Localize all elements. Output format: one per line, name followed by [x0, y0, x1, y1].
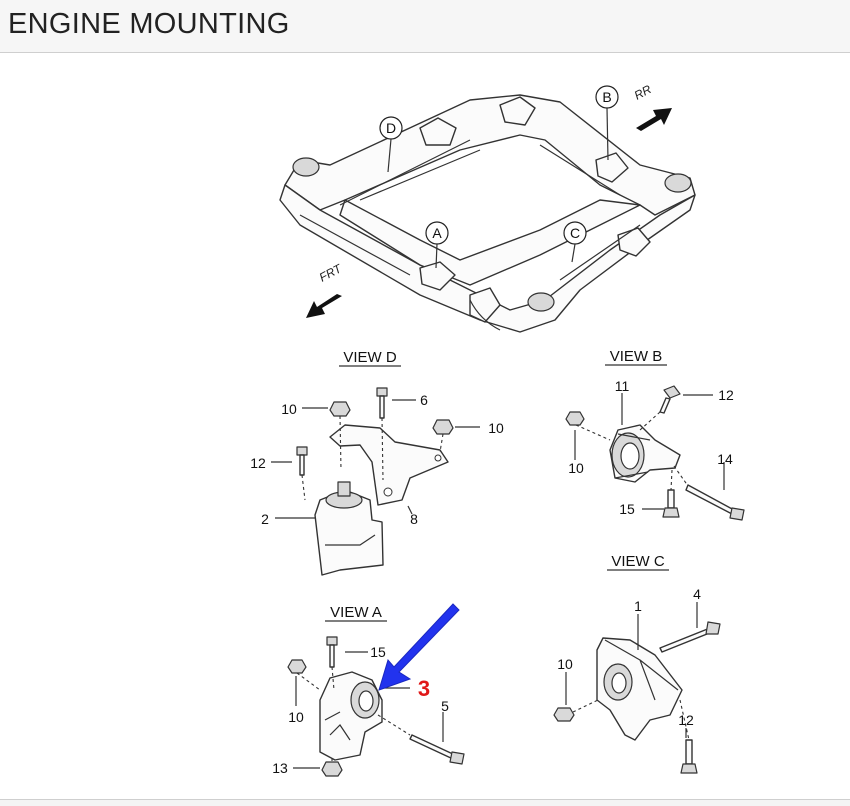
view-a: VIEW A 15 10 5 13 3 [272, 604, 465, 777]
view-d-part-label: 10 [488, 420, 504, 436]
callout-a: A [425, 221, 449, 269]
view-b-bolt-15 [662, 489, 680, 518]
callout-b: B [595, 85, 619, 161]
view-c-part-label: 10 [557, 656, 573, 672]
view-a-part-label: 13 [272, 760, 288, 776]
view-c-bolt-4 [659, 621, 721, 653]
view-c-title: VIEW C [611, 553, 665, 570]
view-c: VIEW C 1 4 10 12 [553, 553, 721, 774]
view-a-nut-13 [321, 761, 343, 777]
view-b: VIEW B 11 12 10 14 15 [565, 348, 745, 521]
view-b-part-label: 10 [568, 460, 584, 476]
view-a-bolt-15 [326, 636, 338, 668]
view-d-part-label: 10 [281, 401, 297, 417]
view-d-bolt-6 [376, 387, 388, 419]
view-a-nut-10 [287, 659, 307, 674]
view-b-part-label: 11 [615, 378, 630, 394]
callout-b-label: B [602, 89, 611, 105]
view-c-part-label: 1 [634, 598, 642, 614]
view-b-bolt-14 [685, 484, 745, 521]
view-d-part-label: 12 [250, 455, 266, 471]
view-d-nut-top [329, 401, 351, 417]
view-a-part-label: 10 [288, 709, 304, 725]
page-header: ENGINE MOUNTING [0, 0, 850, 53]
footer-divider [0, 799, 850, 806]
view-b-nut-10 [565, 411, 585, 426]
blue-pointer-arrow [378, 603, 460, 691]
view-b-bolt-12 [659, 385, 681, 414]
callout-a-label: A [432, 225, 442, 241]
view-c-part-label: 12 [678, 712, 694, 728]
view-d-title: VIEW D [343, 349, 397, 366]
view-c-bolt-12 [680, 739, 698, 774]
page-title: ENGINE MOUNTING [8, 8, 290, 40]
view-d-part-label: 2 [261, 511, 269, 527]
rear-direction-label: RR [632, 82, 654, 103]
view-c-nut-10 [553, 707, 575, 722]
view-b-part-label: 15 [619, 501, 635, 517]
callout-c-label: C [570, 225, 580, 241]
view-d-part-label: 8 [410, 511, 418, 527]
view-c-part-label: 4 [693, 586, 701, 602]
view-d-part-label: 6 [420, 392, 428, 408]
callout-d-label: D [386, 120, 396, 136]
callout-d: D [379, 116, 403, 173]
view-b-part-label: 14 [717, 451, 733, 467]
front-direction-arrow: FRT [306, 261, 345, 318]
view-d-nut-right [432, 419, 454, 435]
front-direction-label: FRT [317, 261, 345, 285]
view-b-part-label: 12 [718, 387, 734, 403]
rear-direction-arrow: RR [632, 82, 672, 131]
view-a-part-label: 5 [441, 698, 449, 714]
view-a-title: VIEW A [330, 604, 382, 621]
callout-c: C [563, 221, 587, 263]
highlighted-part-label: 3 [418, 676, 430, 701]
view-d-bolt-12 [296, 446, 308, 476]
view-a-part-label: 15 [370, 644, 386, 660]
view-d: VIEW D 10 6 10 12 2 8 [250, 349, 504, 576]
subframe-illustration [279, 94, 696, 333]
view-b-title: VIEW B [610, 348, 663, 365]
view-a-bolt-5 [409, 734, 465, 765]
